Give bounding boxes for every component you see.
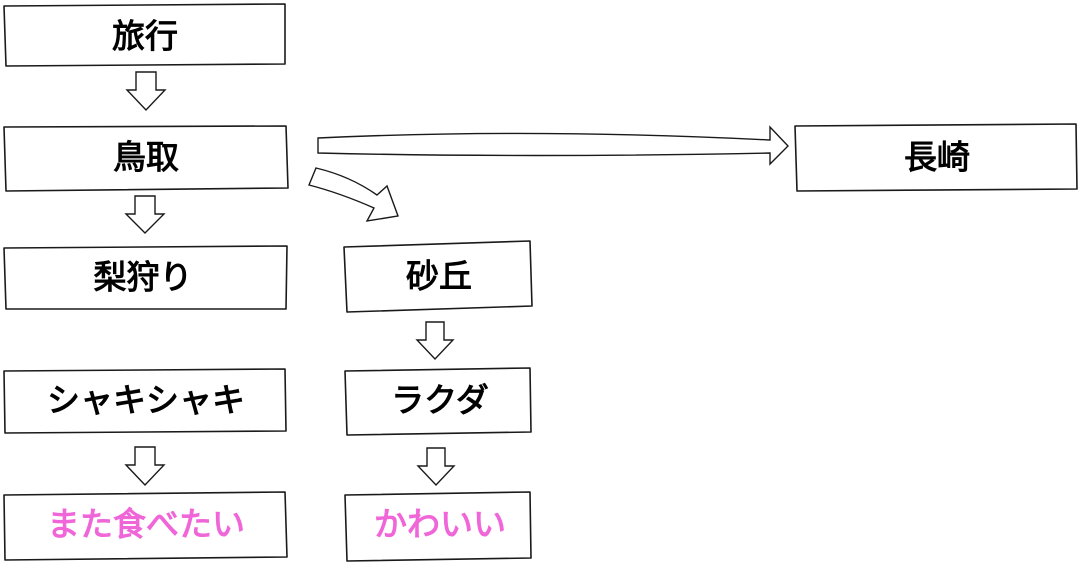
arrow-right-icon	[317, 125, 789, 166]
node-matatabetai: また食べたい	[3, 491, 288, 561]
node-box	[3, 245, 288, 310]
node-nagasaki: 長崎	[794, 123, 1078, 192]
node-box	[343, 240, 533, 313]
arrow-down-icon	[415, 321, 455, 361]
node-box	[3, 491, 288, 561]
node-label: 旅行	[112, 17, 178, 56]
node-rakuda: ラクダ	[344, 367, 532, 436]
node-box	[794, 123, 1078, 192]
arrow-down-icon	[124, 446, 166, 487]
node-label: 梨狩り	[94, 258, 193, 297]
node-label: 長崎	[904, 138, 970, 177]
node-box	[344, 367, 532, 436]
node-kawaii: かわいい	[344, 491, 532, 562]
node-box	[3, 368, 287, 434]
node-tottori: 鳥取	[3, 125, 289, 192]
arrow-down-icon	[124, 195, 166, 234]
node-label: 砂丘	[406, 257, 472, 296]
arrow-down-icon	[416, 447, 456, 487]
node-box	[344, 491, 532, 562]
node-label: ラクダ	[391, 381, 489, 420]
node-shakishaki: シャキシャキ	[3, 368, 287, 434]
node-nashigari: 梨狩り	[3, 245, 288, 310]
node-label: かわいい	[374, 505, 506, 544]
node-box	[3, 125, 289, 192]
arrow-down-icon	[125, 71, 167, 112]
node-label: 鳥取	[113, 138, 179, 177]
node-label: また食べたい	[47, 505, 245, 544]
node-label: シャキシャキ	[47, 381, 245, 420]
node-box	[3, 3, 286, 67]
node-sakyu: 砂丘	[343, 240, 533, 313]
node-ryokou: 旅行	[3, 3, 286, 67]
arrow-curved-icon	[308, 167, 399, 222]
